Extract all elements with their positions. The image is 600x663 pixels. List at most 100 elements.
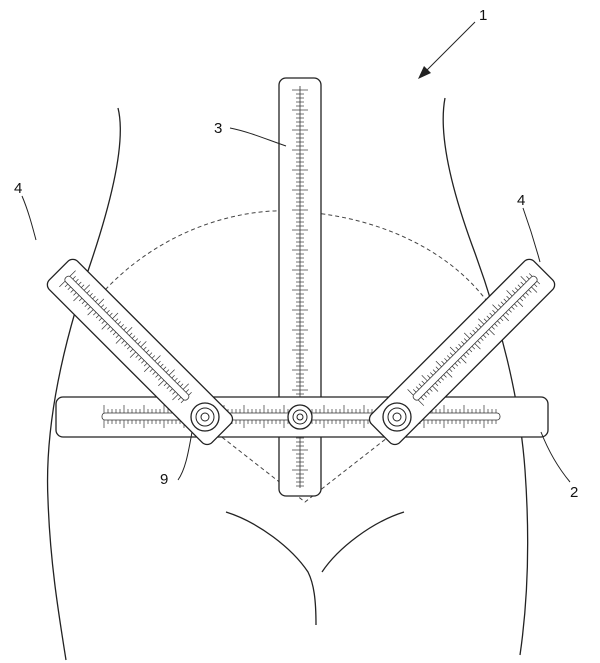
- leader-4-left: [21, 195, 37, 241]
- scale-tick: [449, 346, 456, 353]
- scale-tick: [59, 280, 66, 288]
- scale-tick: [73, 292, 77, 296]
- scale-tick: [460, 357, 467, 364]
- scale-tick: [83, 284, 90, 291]
- scale-tick: [426, 391, 430, 395]
- scale-tick: [486, 315, 490, 319]
- scale-tick: [494, 323, 498, 327]
- scale-tick: [157, 360, 161, 365]
- scale-tick: [449, 352, 454, 356]
- scale-tick: [440, 377, 444, 381]
- scale-tick: [435, 366, 439, 370]
- scale-tick: [138, 357, 142, 361]
- scale-tick: [526, 276, 530, 280]
- scale-tick: [126, 346, 131, 350]
- scale-tick: [155, 374, 159, 378]
- scale-tick: [188, 392, 192, 396]
- scale-tick: [519, 297, 524, 302]
- scale-tick: [103, 307, 107, 311]
- scale-tick: [93, 312, 97, 316]
- scale-tick: [477, 340, 481, 344]
- scale-tick: [417, 399, 425, 406]
- scale-tick: [124, 343, 128, 347]
- scale-tick: [163, 366, 167, 370]
- scale-tick: [437, 379, 442, 384]
- scale-tick: [137, 341, 141, 345]
- scale-tick: [418, 383, 422, 387]
- scale-tick: [123, 326, 127, 331]
- scale-tick: [468, 348, 473, 353]
- scale-tick: [151, 355, 156, 359]
- scale-tick: [158, 379, 165, 387]
- scale-tick: [84, 303, 88, 307]
- scale-tick: [120, 324, 124, 328]
- scale-tick: [407, 389, 414, 396]
- scale-tick: [126, 326, 133, 334]
- scale-tick: [112, 331, 117, 336]
- scale-tick: [64, 283, 69, 288]
- scale-tick: [89, 293, 93, 297]
- scale-tick: [101, 320, 105, 324]
- scale-tick: [444, 358, 448, 362]
- label-9: 9: [160, 471, 168, 488]
- scale-tick: [522, 295, 526, 299]
- scale-tick: [86, 290, 90, 294]
- scale-tick: [415, 386, 420, 390]
- scale-tick: [463, 338, 468, 342]
- leader-2: [540, 431, 571, 483]
- label-4-right: 4: [517, 192, 525, 209]
- scale-tick: [140, 341, 147, 348]
- scale-tick: [143, 365, 151, 372]
- scale-tick: [81, 300, 86, 305]
- scale-tick: [172, 394, 179, 401]
- dashed-triangle: [199, 419, 411, 503]
- scale-tick: [502, 314, 509, 322]
- center-pivot-knob[interactable]: [287, 404, 313, 430]
- left-pivot-knob[interactable]: [190, 402, 220, 432]
- scale-tick: [533, 283, 538, 288]
- scale-tick: [95, 298, 99, 302]
- scale-tick: [480, 337, 484, 341]
- scale-tick: [180, 399, 185, 404]
- scale-tick: [469, 332, 473, 336]
- scale-tick: [483, 334, 487, 339]
- scale-tick: [92, 295, 96, 300]
- scale-tick: [514, 303, 518, 307]
- scale-tick: [143, 346, 147, 351]
- scale-tick: [528, 273, 533, 277]
- scale-tick: [455, 346, 459, 351]
- scale-tick: [508, 309, 512, 313]
- right-arm-ruler[interactable]: [367, 256, 558, 447]
- scale-tick: [131, 335, 136, 339]
- scale-tick: [520, 276, 527, 283]
- scale-tick: [514, 287, 519, 291]
- scale-tick: [115, 334, 119, 339]
- scale-tick: [423, 394, 427, 398]
- scale-tick: [500, 301, 505, 305]
- scale-tick: [78, 281, 82, 286]
- scale-tick: [73, 295, 80, 302]
- right-arm-scale: [407, 273, 541, 406]
- scale-tick: [158, 377, 162, 381]
- scale-tick: [121, 340, 125, 344]
- scale-tick: [471, 346, 476, 350]
- scale-tick: [109, 312, 113, 317]
- left-arm-ruler[interactable]: [44, 256, 235, 447]
- scale-tick: [163, 382, 168, 387]
- torso-outline: [46, 97, 529, 661]
- right-pivot-knob[interactable]: [382, 402, 412, 432]
- scale-tick: [483, 318, 488, 322]
- scale-tick: [512, 290, 516, 294]
- scale-tick: [177, 396, 182, 401]
- scale-tick: [478, 324, 482, 328]
- scale-tick: [115, 337, 122, 344]
- scale-tick: [488, 329, 495, 336]
- scale-tick: [516, 300, 524, 307]
- scale-tick: [454, 363, 459, 367]
- scale-tick: [152, 371, 156, 375]
- scale-tick: [520, 281, 524, 286]
- scale-tick: [148, 352, 153, 356]
- scale-tick: [87, 309, 94, 316]
- scale-tick: [117, 321, 122, 325]
- scale-tick: [505, 312, 509, 316]
